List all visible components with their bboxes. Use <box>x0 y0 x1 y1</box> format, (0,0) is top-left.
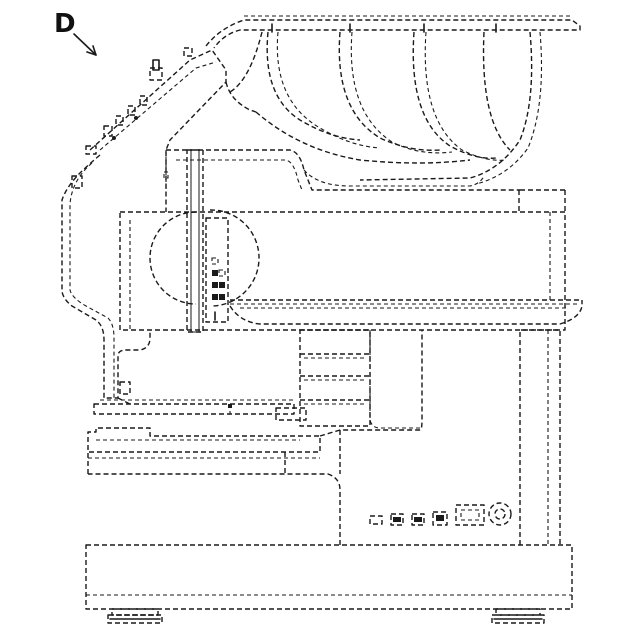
lower-tray <box>88 330 422 474</box>
top-hood <box>206 16 580 48</box>
leveling-foot-right <box>492 609 544 623</box>
front-housing <box>62 155 150 404</box>
upper-tray <box>94 400 306 420</box>
cooling-fins <box>230 32 542 186</box>
control-arm <box>90 50 565 212</box>
view-label: D <box>54 9 76 39</box>
base-plinth <box>86 545 572 609</box>
leveling-foot-left <box>108 609 162 623</box>
main-chamber <box>120 212 582 330</box>
connector-panel <box>370 503 511 525</box>
stacked-drawers <box>300 330 420 428</box>
view-direction-arrow <box>74 34 96 55</box>
panel-controls <box>86 48 192 154</box>
chamber-fasteners <box>164 172 232 408</box>
